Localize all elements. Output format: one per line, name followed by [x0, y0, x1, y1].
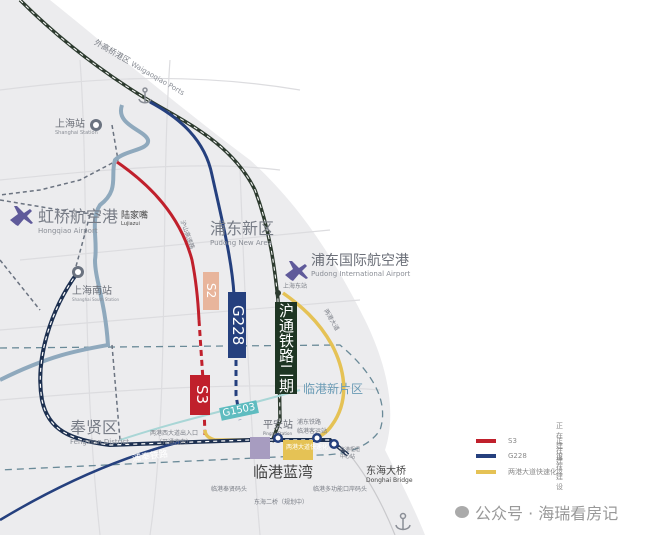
- anchor-icon: [138, 87, 152, 104]
- airplane-icon: [285, 261, 308, 281]
- liangang-route: [203, 291, 346, 442]
- g228-route: [149, 100, 236, 296]
- legend-item-liangang: 两港大道快速化正在建设: [476, 453, 563, 491]
- legend-swatch: [476, 439, 496, 443]
- land-area: [0, 0, 425, 535]
- liangang-express-box: [283, 440, 313, 460]
- label-donghai-second-bridge: 东海二桥（规划中）: [254, 499, 309, 506]
- route-tag-s2: S2: [203, 272, 219, 310]
- legend-status: 正在建设: [556, 437, 563, 475]
- route-tag-g228: G228: [228, 292, 247, 358]
- wechat-icon: [455, 506, 469, 518]
- label-lingang-multi-wharf: 临港多功能口岸码头: [313, 486, 368, 493]
- watermark: 公众号 · 海瑞看房记: [455, 500, 618, 524]
- legend-label: S3: [508, 437, 517, 445]
- legend-label: G228: [508, 452, 527, 460]
- g1503-route: [119, 389, 301, 441]
- huangpu-river: [0, 104, 150, 382]
- legend-status: 正在建设: [556, 453, 563, 491]
- airplane-icon: [10, 206, 33, 226]
- anchor-icon: [395, 512, 411, 531]
- planned-rail-lines: [0, 124, 121, 441]
- railway-line-dash: [19, 0, 281, 443]
- route-tag-s3: S3: [190, 375, 211, 415]
- s3-route: [116, 160, 201, 321]
- station-markers: [72, 119, 339, 449]
- label-liangang-exit: 两港西大道出入口（开通方向）: [150, 430, 199, 446]
- label-shanghai-east: 上海东站: [283, 283, 308, 290]
- label-lingang-hub: 临港枢纽中心站: [340, 447, 361, 460]
- pufeng-railway-dash: [39, 271, 349, 456]
- label-pudong-rail-lingang: 浦东铁路临港客运站: [297, 419, 328, 435]
- lingang-bay-marker: [250, 437, 270, 459]
- legend-item-g228: G228 正在建设: [476, 437, 563, 475]
- coastal-railway-southwest: [0, 440, 181, 522]
- label-lingang-new-area: 临港新片区: [303, 382, 364, 396]
- donghai-bridge-line: [349, 454, 396, 535]
- legend-swatch: [476, 454, 496, 458]
- label-liangang-express: 两港大道快速化: [286, 444, 329, 451]
- legend-item-s3: S3 正在建设: [476, 422, 563, 460]
- label-fengxian-wharf: 临港奉贤码头: [211, 486, 248, 493]
- legend-swatch: [476, 470, 496, 474]
- route-tag-hutong-railway: 沪通铁路二期: [275, 302, 297, 394]
- legend-status: 正在建设: [556, 422, 563, 460]
- watermark-text: 公众号 · 海瑞看房记: [475, 504, 619, 523]
- legend-label: 两港大道快速化: [508, 468, 557, 476]
- label-lingang-bay: 临港蓝湾: [253, 463, 314, 481]
- lingang-boundary: [0, 344, 384, 471]
